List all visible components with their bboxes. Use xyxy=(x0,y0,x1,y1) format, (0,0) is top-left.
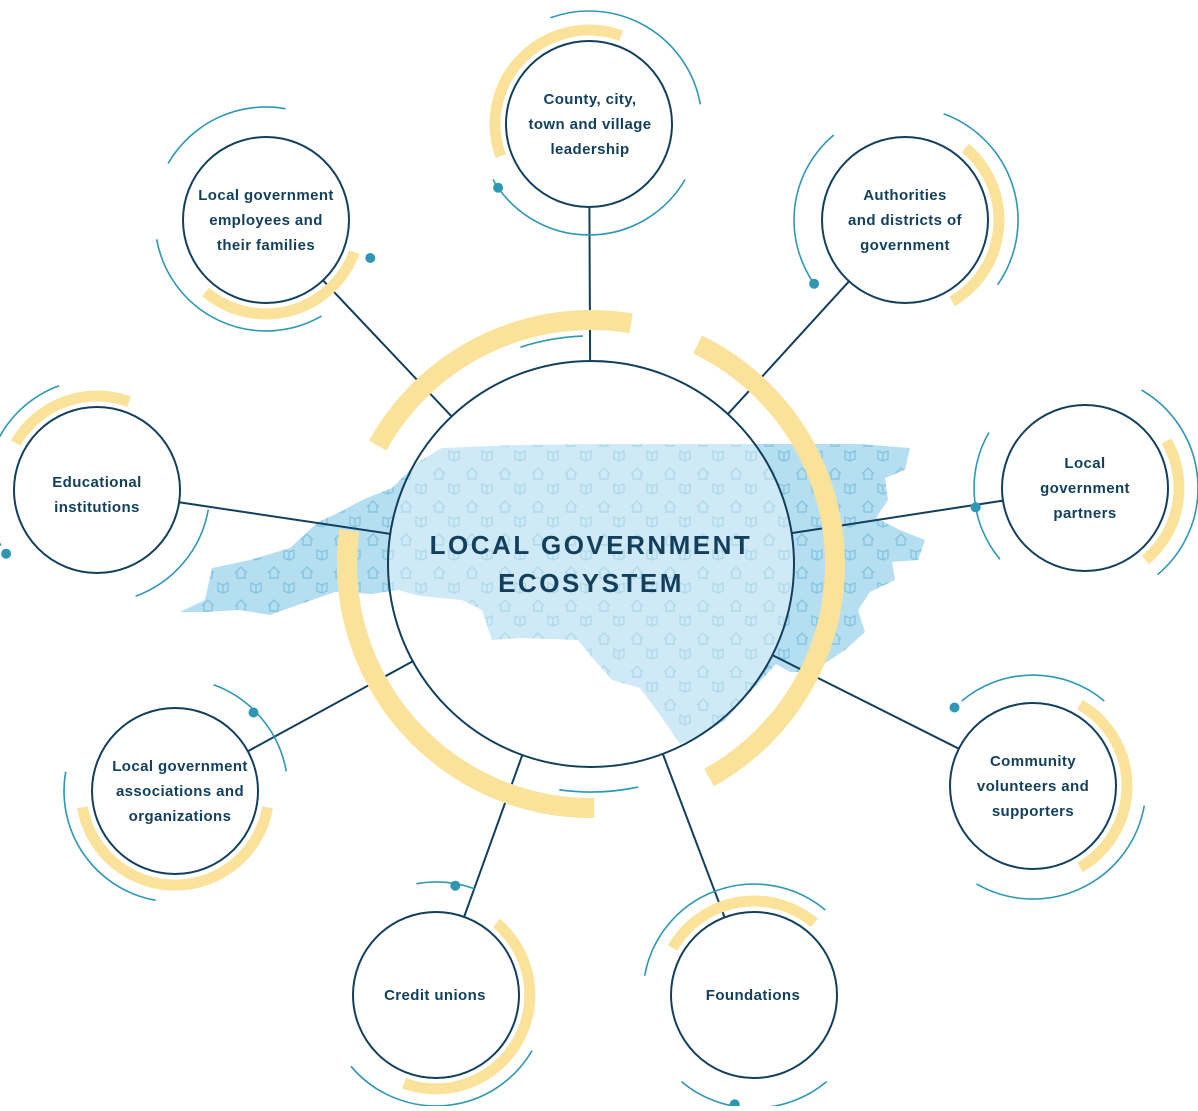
teal-dot-credit-unions xyxy=(450,881,460,891)
teal-arc-volunteers xyxy=(962,675,1105,701)
node-label-credit-unions: Credit unions xyxy=(350,970,520,1020)
teal-dot-foundations xyxy=(730,1099,740,1106)
teal-dot-associations xyxy=(249,708,259,718)
center-title: LOCAL GOVERNMENT ECOSYSTEM xyxy=(391,514,791,614)
node-label-associations: Local government associations and organi… xyxy=(95,741,265,841)
node-label-volunteers: Community volunteers and supporters xyxy=(948,736,1118,836)
teal-arc-credit-unions xyxy=(416,882,474,889)
node-label-foundations: Foundations xyxy=(668,970,838,1020)
connector-authorities xyxy=(728,281,849,414)
node-label-leadership: County, city, town and village leadershi… xyxy=(505,74,675,174)
node-label-employees: Local government employees and their fam… xyxy=(181,170,351,270)
node-label-partners: Local government partners xyxy=(1000,438,1170,538)
node-label-authorities: Authorities and districts of government xyxy=(820,170,990,270)
teal-arc-foundations xyxy=(681,1082,826,1106)
teal-dot-partners xyxy=(971,502,981,512)
connector-employees xyxy=(323,280,452,416)
teal-arc-partners xyxy=(974,433,1000,560)
connector-leadership xyxy=(589,207,590,361)
teal-dot-educational xyxy=(1,549,11,559)
center-teal-arc xyxy=(559,787,638,792)
teal-dot-volunteers xyxy=(950,703,960,713)
teal-dot-authorities xyxy=(809,279,819,289)
teal-dot-employees xyxy=(365,253,375,263)
teal-dot-leadership xyxy=(493,183,503,193)
node-label-educational: Educational institutions xyxy=(12,465,182,525)
